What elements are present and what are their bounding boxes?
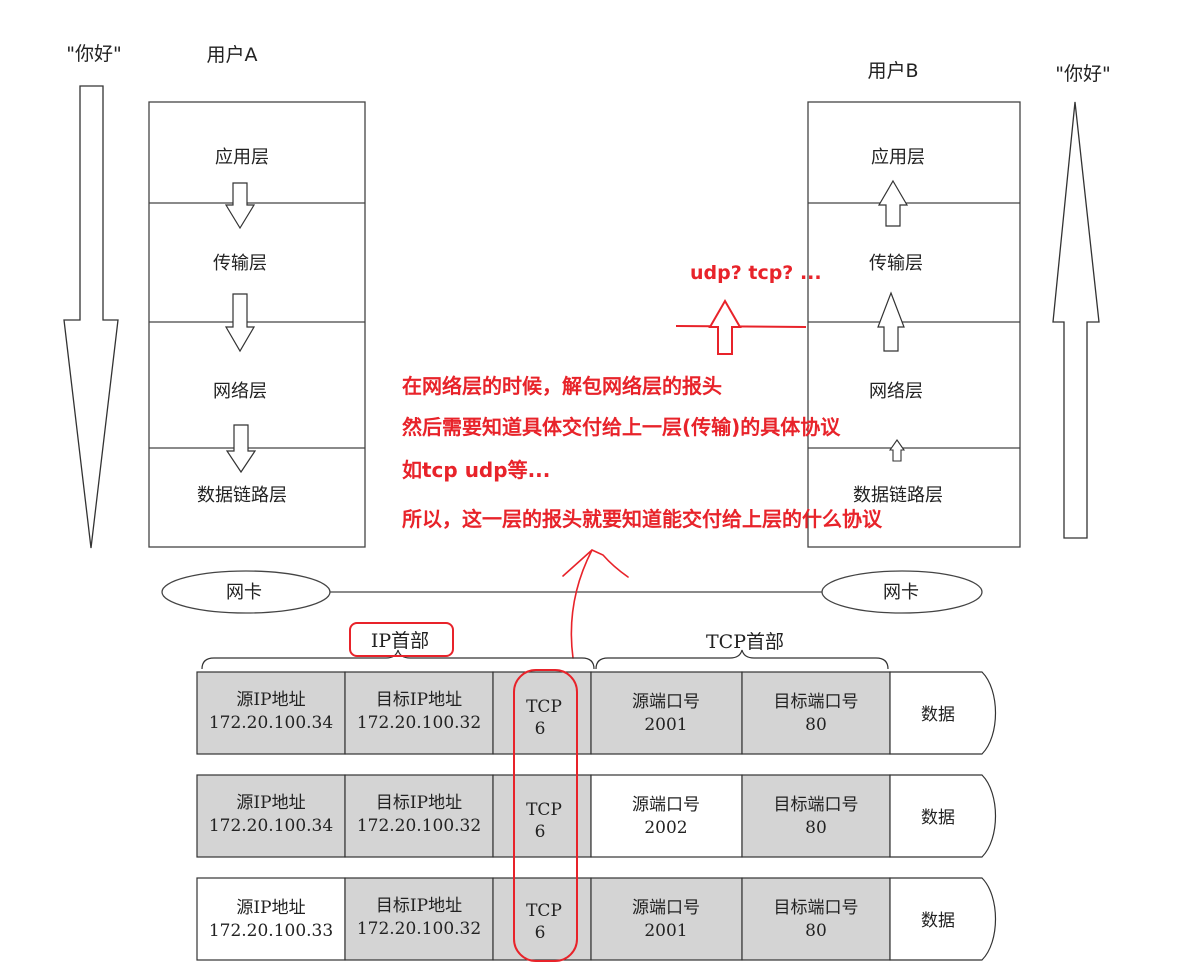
left-layer-transport: 传输层 <box>213 253 267 274</box>
row3-src-port-cell <box>590 877 743 961</box>
row2-protocol-label: TCP <box>526 800 562 820</box>
row3-src-port-value: 2001 <box>644 921 687 941</box>
row3-protocol-label: TCP <box>526 901 562 921</box>
right-arrow-up-2 <box>877 291 905 352</box>
right-layer-transport: 传输层 <box>869 253 923 274</box>
row1-protocol-cell <box>492 671 592 755</box>
row2-protocol-num: 6 <box>535 822 546 842</box>
right-user-label: 用户B <box>867 60 918 82</box>
ip-header-brace <box>201 649 595 670</box>
row3-dst-ip-cell <box>344 877 494 961</box>
row1-src-ip-value: 172.20.100.34 <box>209 713 333 733</box>
row2-dst-port-cell <box>741 774 891 858</box>
red-hand-arrow <box>562 549 629 659</box>
right-nic-label: 网卡 <box>883 582 919 603</box>
row3-dst-port-cell <box>741 877 891 961</box>
right-layer-application: 应用层 <box>871 147 925 168</box>
annotation-line-4: 所以，这一层的报头就要知道能交付给上层的什么协议 <box>402 507 883 531</box>
row1-data-cell <box>889 671 997 755</box>
left-nic-label: 网卡 <box>226 582 262 603</box>
red-divider-line <box>675 325 807 328</box>
ip-header-highlight <box>349 622 454 657</box>
row1-src-port-cell <box>590 671 743 755</box>
row2-dst-ip-cell <box>344 774 494 858</box>
row2-dst-ip-label: 目标IP地址 <box>376 793 462 813</box>
left-layer-network: 网络层 <box>213 381 267 402</box>
row3-protocol-num: 6 <box>535 923 546 943</box>
row1-dst-ip-label: 目标IP地址 <box>376 690 462 710</box>
row1-src-port-label: 源端口号 <box>632 692 700 712</box>
row3-dst-port-value: 80 <box>805 921 827 941</box>
tcp-header-label: TCP首部 <box>706 631 784 653</box>
row1-protocol-label: TCP <box>526 697 562 717</box>
left-arrow-down-2 <box>224 293 256 353</box>
right-stack <box>807 101 1021 548</box>
tcp-header-brace <box>595 649 889 670</box>
row1-src-ip-label: 源IP地址 <box>236 690 305 710</box>
left-nic <box>161 570 331 614</box>
row3-src-ip-cell <box>196 877 346 961</box>
annotation-question: udp? tcp? ... <box>690 262 822 284</box>
row3-src-ip-value: 172.20.100.33 <box>209 921 333 941</box>
row1-src-ip-cell <box>196 671 346 755</box>
row2-src-ip-value: 172.20.100.34 <box>209 816 333 836</box>
row2-src-port-value: 2002 <box>644 818 687 838</box>
ip-header-label: IP首部 <box>371 630 429 652</box>
row3-data-cell <box>889 877 997 961</box>
left-user-label: 用户A <box>207 44 258 66</box>
row3-src-port-label: 源端口号 <box>632 898 700 918</box>
row1-src-port-value: 2001 <box>644 715 687 735</box>
row2-dst-port-value: 80 <box>805 818 827 838</box>
left-down-arrow <box>63 85 119 549</box>
row2-src-ip-label: 源IP地址 <box>236 793 305 813</box>
row1-dst-port-value: 80 <box>805 715 827 735</box>
left-layer-datalink: 数据链路层 <box>197 485 287 506</box>
left-layer-application: 应用层 <box>215 147 269 168</box>
row1-dst-port-label: 目标端口号 <box>774 692 859 712</box>
left-arrow-down-3 <box>225 424 257 474</box>
right-greeting: "你好" <box>1055 63 1110 85</box>
row3-src-ip-label: 源IP地址 <box>236 898 305 918</box>
row2-dst-port-label: 目标端口号 <box>774 795 859 815</box>
left-arrow-down-1 <box>224 182 256 230</box>
right-up-arrow <box>1052 101 1100 539</box>
row2-dst-ip-value: 172.20.100.32 <box>357 816 481 836</box>
row2-data-label: 数据 <box>921 808 955 828</box>
packet-row-1: 源IP地址 172.20.100.34 目标IP地址 172.20.100.32… <box>196 671 997 755</box>
row3-dst-port-label: 目标端口号 <box>774 898 859 918</box>
row1-dst-port-cell <box>741 671 891 755</box>
row1-dst-ip-value: 172.20.100.32 <box>357 713 481 733</box>
left-greeting: "你好" <box>66 43 121 65</box>
row1-dst-ip-cell <box>344 671 494 755</box>
protocol-column-highlight <box>513 669 578 962</box>
red-up-arrow <box>708 298 742 355</box>
row2-data-cell <box>889 774 997 858</box>
row2-src-port-label: 源端口号 <box>632 795 700 815</box>
annotation-line-1: 在网络层的时候，解包网络层的报头 <box>402 374 722 398</box>
row1-data-label: 数据 <box>921 705 955 725</box>
annotation-line-2: 然后需要知道具体交付给上一层(传输)的具体协议 <box>402 415 841 439</box>
right-layer-network: 网络层 <box>869 381 923 402</box>
packet-row-3: 源IP地址 172.20.100.33 目标IP地址 172.20.100.32… <box>196 877 997 961</box>
row3-data-label: 数据 <box>921 911 955 931</box>
packet-rows: 源IP地址 172.20.100.34 目标IP地址 172.20.100.32… <box>196 671 997 961</box>
row2-src-port-cell <box>590 774 743 858</box>
row3-dst-ip-label: 目标IP地址 <box>376 896 462 916</box>
right-arrow-up-1 <box>877 179 909 227</box>
left-stack <box>148 101 366 548</box>
row3-dst-ip-value: 172.20.100.32 <box>357 919 481 939</box>
right-nic <box>821 570 983 614</box>
row2-protocol-cell <box>492 774 592 858</box>
right-layer-datalink: 数据链路层 <box>853 485 943 506</box>
row1-protocol-num: 6 <box>535 719 546 739</box>
annotation-line-3: 如tcp udp等... <box>402 458 550 482</box>
packet-row-2: 源IP地址 172.20.100.34 目标IP地址 172.20.100.32… <box>196 774 997 858</box>
right-arrow-up-3 <box>888 439 906 462</box>
